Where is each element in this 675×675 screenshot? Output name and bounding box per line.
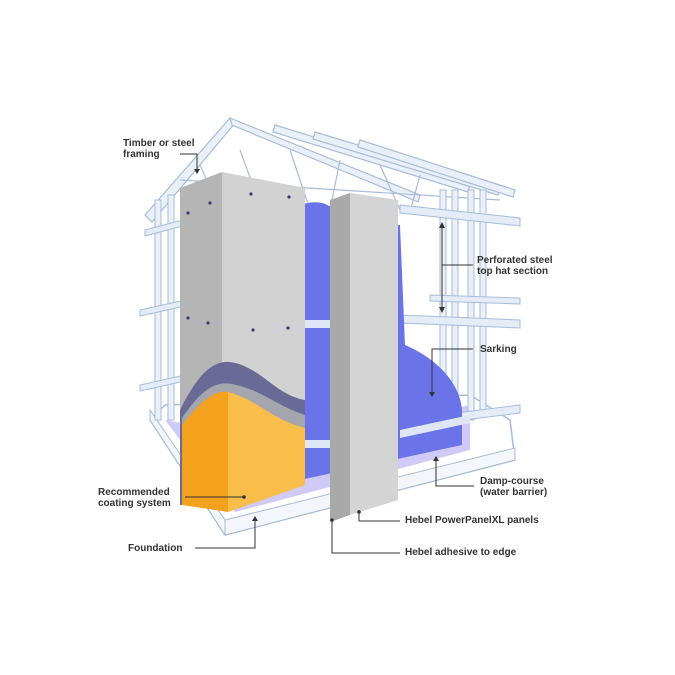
label-top-hat-section: Perforated steel top hat section (477, 255, 553, 277)
roof-truss-framing (144, 116, 516, 223)
leader-lines (180, 153, 474, 554)
powerpanel-single (330, 193, 398, 522)
label-coating-system: Recommended coating system (98, 487, 171, 509)
coating-system-cutaway (180, 361, 305, 512)
label-powerpanel: Hebel PowerPanelXL panels (405, 515, 539, 526)
label-framing: Timber or steel framing (123, 138, 195, 160)
leader-arrowheads (194, 169, 445, 522)
label-adhesive: Hebel adhesive to edge (405, 547, 517, 558)
label-foundation: Foundation (128, 543, 183, 554)
label-sarking: Sarking (480, 344, 517, 355)
label-damp-course: Damp-course (water barrier) (480, 476, 548, 498)
